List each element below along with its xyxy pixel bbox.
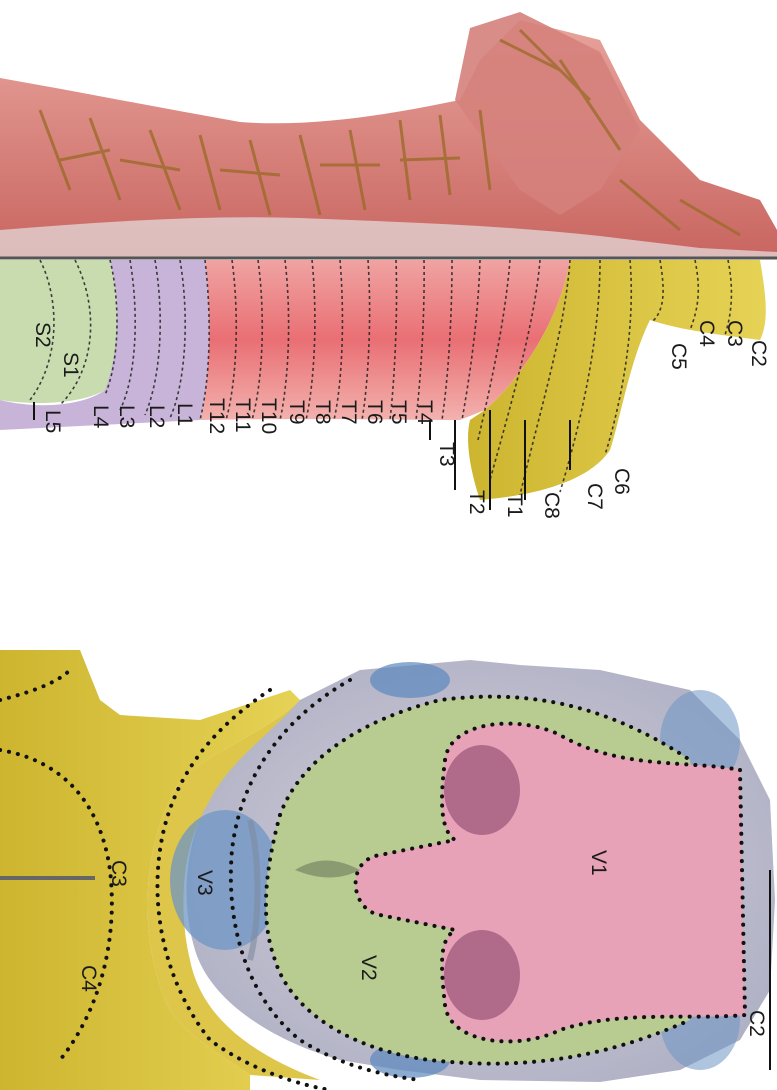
label-c2: C2 [747, 340, 770, 367]
label-v2: V2 [357, 955, 380, 981]
label-t10: T10 [257, 398, 280, 434]
label-c7: C7 [583, 483, 606, 510]
label-c3: C3 [723, 320, 746, 347]
label-t4: T4 [413, 400, 436, 425]
label-c6: C6 [610, 468, 633, 495]
label-l2: L2 [145, 405, 168, 428]
label-t12: T12 [205, 398, 228, 434]
jaw-blue-left [170, 810, 280, 950]
label-c4: C4 [695, 320, 718, 347]
label-s1: S1 [59, 352, 82, 378]
label-c2: C2 [745, 1010, 768, 1037]
label-t7: T7 [337, 400, 360, 425]
label-c5: C5 [667, 343, 690, 370]
label-l1: L1 [173, 403, 196, 426]
label-l5: L5 [41, 410, 64, 433]
label-t5: T5 [387, 400, 410, 425]
label-l4: L4 [89, 405, 112, 429]
label-t1: T1 [503, 493, 526, 518]
sacral-region [0, 260, 117, 403]
label-t8: T8 [311, 400, 334, 425]
label-s2: S2 [31, 322, 54, 348]
label-l3: L3 [115, 405, 138, 428]
label-t3: T3 [435, 442, 458, 467]
label-t2: T2 [465, 490, 488, 515]
label-c3: C3 [107, 860, 130, 887]
ear-blue-top [370, 662, 450, 698]
eye-top [444, 745, 520, 835]
label-c4: C4 [77, 965, 100, 992]
label-t6: T6 [363, 400, 386, 425]
label-v1: V1 [587, 850, 610, 876]
label-c8: C8 [540, 492, 563, 519]
label-t9: T9 [285, 400, 308, 425]
label-t11: T11 [231, 398, 254, 433]
label-v3: V3 [193, 870, 216, 896]
eye-bottom [444, 930, 520, 1020]
